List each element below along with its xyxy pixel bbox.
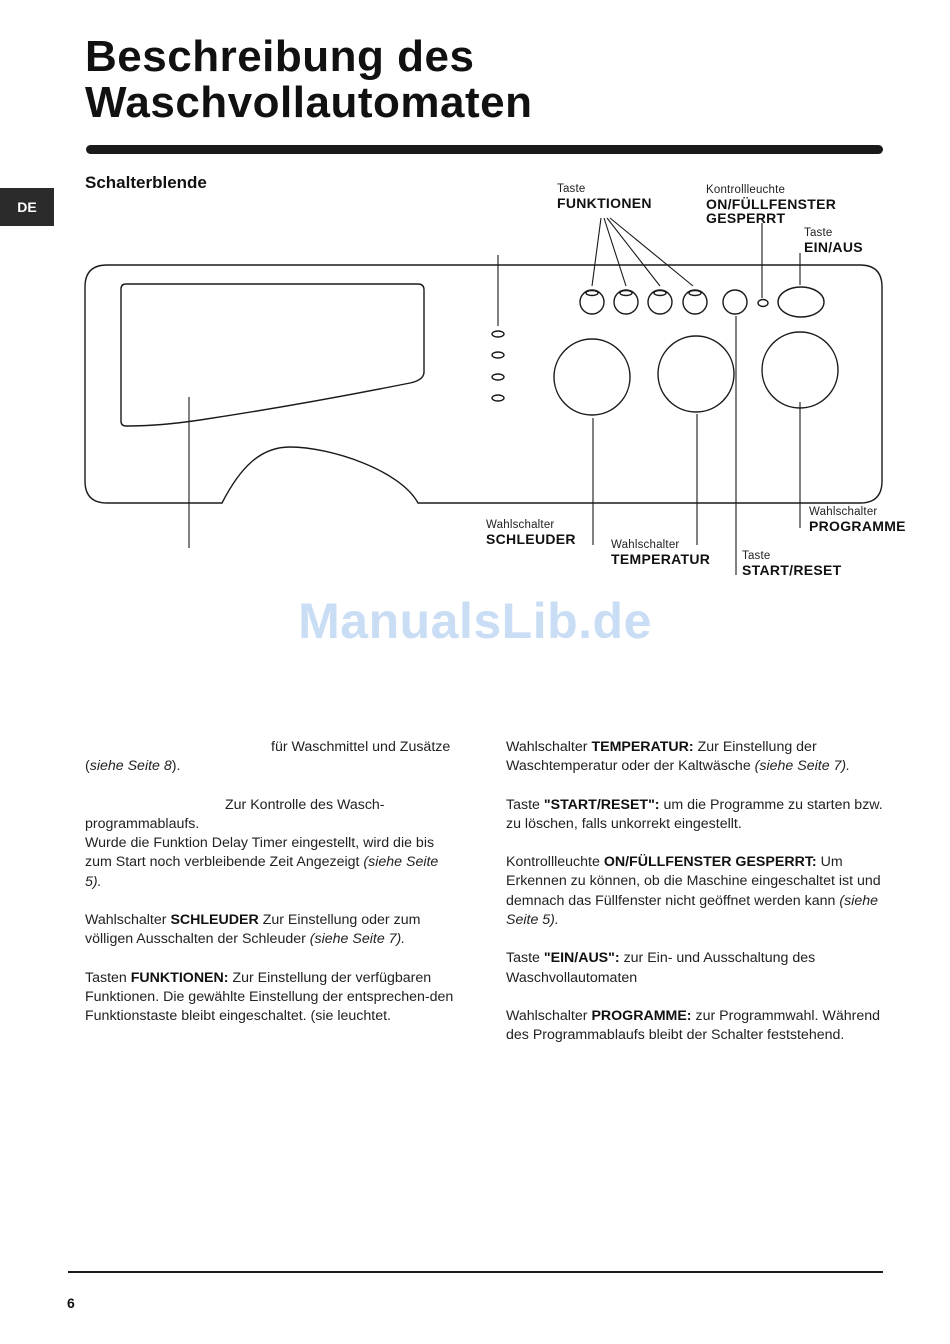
paragraph-waschmittel-end: ). bbox=[171, 758, 181, 775]
paragraph-ein-aus-bold: "EIN/AUS": bbox=[543, 950, 620, 967]
paragraph-ein-aus-text: zur Ein- und Ausschaltung des Waschvolla… bbox=[506, 950, 816, 986]
callout-schleuder-label: SCHLEUDER bbox=[486, 531, 576, 547]
paragraph-kontrollleuchte-pre: Kontrollleuchte bbox=[506, 854, 600, 871]
paragraph-programme: Wahlschalter PROGRAMME: zur Programmwahl… bbox=[506, 1007, 884, 1046]
title-divider bbox=[86, 145, 883, 154]
callout-temperatur-caption: Wahlschalter bbox=[611, 539, 680, 551]
paragraph-temperatur: Wahlschalter TEMPERATUR: Zur Einstellung… bbox=[506, 738, 884, 777]
display-led-4 bbox=[491, 394, 505, 402]
callout-ein-aus-label: EIN/AUS bbox=[804, 239, 863, 255]
paragraph-kontrollleuchte-bold: ON/FÜLLFENSTER GESPERRT: bbox=[603, 854, 817, 871]
panel-outline bbox=[84, 264, 883, 504]
temperature-dial bbox=[657, 335, 735, 413]
callout-temperatur: Wahlschalter TEMPERATUR bbox=[611, 538, 710, 566]
paragraph-waschmittel-ref: siehe Seite 8 bbox=[89, 758, 172, 775]
page-title-line-1: Beschreibung des bbox=[85, 32, 475, 81]
paragraph-display: Zur Kontrolle des Wasch-programmablaufs.… bbox=[85, 796, 455, 892]
paragraph-start-reset-pre: Taste bbox=[506, 796, 540, 813]
paragraph-programme-bold: PROGRAMME: bbox=[591, 1007, 692, 1024]
section-heading: Schalterblende bbox=[85, 173, 207, 192]
language-tab: DE bbox=[0, 188, 54, 226]
paragraph-schleuder-text: Zur Einstellung oder zum völligen Aussch… bbox=[85, 912, 421, 948]
callout-start-reset-caption: Taste bbox=[742, 550, 771, 562]
paragraph-waschmittel-text: für Waschmittel und Zusätze ( bbox=[85, 739, 451, 775]
paragraph-display-ref: (siehe Seite 5). bbox=[85, 854, 439, 890]
spin-dial bbox=[553, 338, 631, 416]
paragraph-waschmittel: für Waschmittel und Zusätze (siehe Seite… bbox=[85, 738, 455, 777]
paragraph-temperatur-text: Zur Einstellung der Waschtemperatur oder… bbox=[506, 739, 817, 775]
callout-kontrollleuchte-label-1: ON/FÜLLFENSTER bbox=[706, 196, 837, 212]
function-button-4 bbox=[682, 289, 708, 315]
callout-programme-label: PROGRAMME bbox=[809, 518, 906, 534]
paragraph-ein-aus-pre: Taste bbox=[506, 950, 540, 967]
paragraph-display-text-2: Wurde die Funktion Delay Timer eingestel… bbox=[85, 835, 435, 871]
paragraph-schleuder-bold: SCHLEUDER bbox=[170, 912, 259, 929]
on-off-button bbox=[777, 286, 825, 318]
function-button-3 bbox=[647, 289, 673, 315]
callout-start-reset: Taste START/RESET bbox=[742, 549, 842, 577]
paragraph-programme-pre: Wahlschalter bbox=[506, 1007, 588, 1024]
paragraph-kontrollleuchte-text: Um Erkennen zu können, ob die Maschine e… bbox=[506, 854, 881, 909]
callout-funktionen-caption: Taste bbox=[557, 183, 586, 195]
callout-funktionen: Taste FUNKTIONEN bbox=[557, 182, 652, 210]
footer-divider bbox=[68, 1271, 883, 1273]
right-text-column: Wahlschalter TEMPERATUR: Zur Einstellung… bbox=[506, 738, 884, 1065]
callout-start-reset-label: START/RESET bbox=[742, 562, 842, 578]
page-title: Beschreibung des Waschvollautomaten bbox=[85, 34, 532, 126]
paragraph-ein-aus: Taste "EIN/AUS": zur Ein- und Ausschaltu… bbox=[506, 949, 884, 988]
display-led-3 bbox=[491, 373, 505, 381]
door-lock-indicator bbox=[757, 298, 769, 308]
callout-programme-caption: Wahlschalter bbox=[809, 506, 878, 518]
detergent-drawer bbox=[120, 283, 425, 427]
paragraph-funktionen-text: Zur Einstellung der verfügbaren Funktion… bbox=[85, 969, 454, 1025]
paragraph-kontrollleuchte-ref: (siehe Seite 5). bbox=[506, 892, 879, 929]
paragraph-start-reset-bold: "START/RESET": bbox=[543, 796, 660, 813]
callout-funktionen-label: FUNKTIONEN bbox=[557, 195, 652, 211]
callout-temperatur-label: TEMPERATUR bbox=[611, 551, 711, 567]
paragraph-schleuder: Wahlschalter SCHLEUDER Zur Einstellung o… bbox=[85, 911, 455, 950]
callout-ein-aus-caption: Taste bbox=[804, 227, 833, 239]
paragraph-display-text-1: Zur Kontrolle des Wasch-programmablaufs. bbox=[85, 796, 385, 832]
paragraph-programme-text: zur Programmwahl. Während des Programmab… bbox=[506, 1007, 880, 1044]
paragraph-schleuder-pre: Wahlschalter bbox=[85, 912, 167, 929]
paragraph-temperatur-ref: (siehe Seite 7). bbox=[754, 758, 851, 775]
callout-kontrollleuchte: Kontrollleuchte ON/FÜLLFENSTER GESPERRT bbox=[706, 183, 836, 225]
control-panel-diagram bbox=[84, 217, 883, 575]
paragraph-temperatur-pre: Wahlschalter bbox=[506, 739, 588, 755]
callout-kontrollleuchte-caption: Kontrollleuchte bbox=[706, 184, 786, 196]
page-number: 6 bbox=[67, 1295, 75, 1311]
callout-programme: Wahlschalter PROGRAMME bbox=[809, 505, 906, 533]
watermark: ManualsLib.de bbox=[298, 593, 652, 649]
left-text-column: für Waschmittel und Zusätze (siehe Seite… bbox=[85, 738, 455, 1046]
start-reset-button bbox=[722, 289, 748, 315]
paragraph-start-reset-text: um die Programme zu starten bzw. zu lösc… bbox=[506, 796, 883, 832]
paragraph-funktionen-bold: FUNKTIONEN: bbox=[130, 969, 229, 986]
page-title-line-2: Waschvollautomaten bbox=[85, 78, 533, 127]
paragraph-start-reset: Taste "START/RESET": um die Programme zu… bbox=[506, 796, 884, 835]
function-button-1 bbox=[579, 289, 605, 315]
paragraph-funktionen-pre: Tasten bbox=[85, 969, 127, 986]
callout-ein-aus: Taste EIN/AUS bbox=[804, 226, 863, 254]
display-led-1 bbox=[491, 330, 505, 338]
function-button-2 bbox=[613, 289, 639, 315]
callout-kontrollleuchte-label-2: GESPERRT bbox=[706, 210, 786, 226]
programme-dial bbox=[761, 331, 839, 409]
paragraph-kontrollleuchte: Kontrollleuchte ON/FÜLLFENSTER GESPERRT:… bbox=[506, 853, 884, 930]
paragraph-schleuder-ref: (siehe Seite 7). bbox=[309, 931, 406, 948]
display-led-2 bbox=[491, 351, 505, 359]
callout-schleuder-caption: Wahlschalter bbox=[486, 519, 555, 531]
paragraph-funktionen: Tasten FUNKTIONEN: Zur Einstellung der v… bbox=[85, 969, 455, 1027]
callout-schleuder: Wahlschalter SCHLEUDER bbox=[486, 518, 576, 546]
paragraph-temperatur-bold: TEMPERATUR: bbox=[591, 739, 694, 755]
